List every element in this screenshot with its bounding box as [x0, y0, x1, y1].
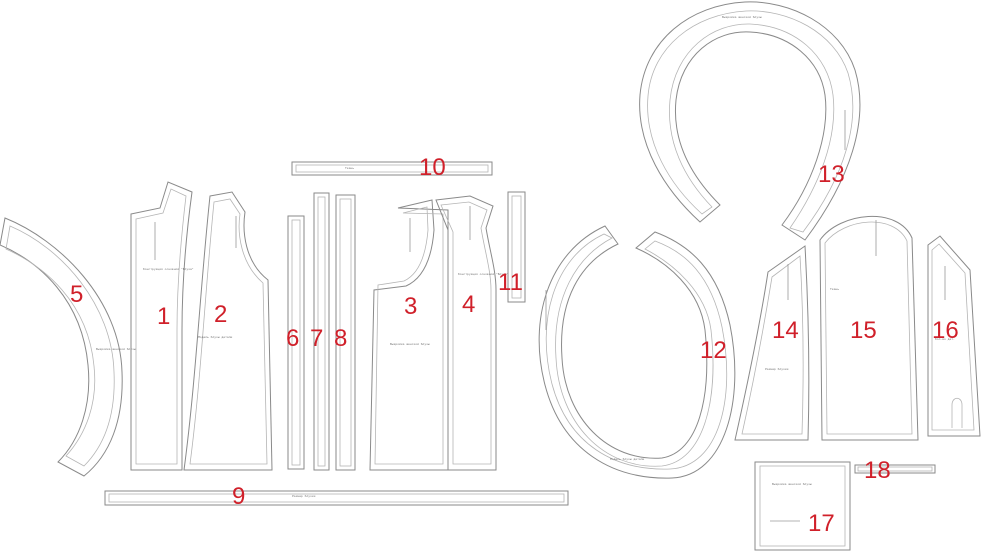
pattern-piece-8 [335, 194, 356, 471]
pattern-piece-16: Кол-во дет. [927, 235, 981, 437]
piece-number-3: 3 [404, 293, 417, 320]
pattern-piece-12: Модель блузы детали [538, 225, 736, 479]
piece-number-16: 16 [932, 317, 959, 344]
piece-label-4: Конструкция основной "Блуза" [458, 272, 509, 276]
pattern-piece-9: Размер блузки [104, 490, 569, 506]
piece-label-16: Кол-во дет. [935, 337, 955, 341]
pattern-piece-4: Конструкция основной "Блуза" [435, 195, 509, 471]
pattern-piece-2: Модель блузы детали [183, 191, 273, 471]
pattern-piece-1: Конструкция основной "Блуза" [130, 181, 194, 471]
pattern-piece-15: Ткань [819, 216, 919, 441]
piece-label-12: Модель блузы детали [610, 456, 645, 461]
piece-number-17: 17 [808, 510, 835, 537]
piece-number-6: 6 [286, 325, 299, 352]
piece-label-13: Выкройка женской блузы [722, 14, 762, 19]
pattern-piece-5: Выкройка женской блузы [0, 217, 136, 477]
piece-label-17: Выкройка женской блузы [772, 481, 812, 486]
pattern-piece-7 [313, 192, 330, 471]
piece-label-10: Ткань [345, 166, 354, 170]
piece-number-13: 13 [818, 161, 845, 188]
piece-number-1: 1 [157, 303, 170, 330]
piece-label-15: Ткань [830, 287, 839, 291]
piece-number-5: 5 [70, 281, 83, 308]
piece-label-9: Размер блузки [292, 493, 316, 498]
piece-number-8: 8 [334, 325, 347, 352]
pattern-piece-18 [854, 464, 936, 474]
pattern-piece-6 [287, 215, 305, 470]
piece-number-10: 10 [419, 154, 446, 181]
piece-label-1: Конструкция основной "Блуза" [143, 267, 194, 271]
piece-label-2: Модель блузы детали [198, 334, 233, 339]
piece-number-2: 2 [214, 301, 227, 328]
piece-number-9: 9 [232, 483, 245, 510]
piece-number-7: 7 [310, 325, 323, 352]
pattern-piece-11 [507, 191, 526, 303]
piece-number-18: 18 [864, 457, 891, 484]
pattern-piece-14: Размер блузки [734, 245, 810, 441]
pattern-piece-17: Выкройка женской блузы [754, 461, 851, 551]
piece-number-4: 4 [462, 291, 475, 318]
pattern-piece-10: Ткань [291, 161, 493, 176]
piece-number-11: 11 [498, 269, 523, 296]
piece-number-14: 14 [772, 317, 799, 344]
pattern-piece-3: Выкройка женской блузы [369, 199, 449, 471]
piece-number-15: 15 [850, 317, 877, 344]
piece-label-14: Размер блузки [765, 366, 789, 371]
piece-number-12: 12 [700, 337, 727, 364]
piece-label-3: Выкройка женской блузы [390, 341, 430, 346]
piece-label-5: Выкройка женской блузы [96, 346, 136, 351]
pattern-piece-13: Выкройка женской блузы [639, 1, 861, 241]
